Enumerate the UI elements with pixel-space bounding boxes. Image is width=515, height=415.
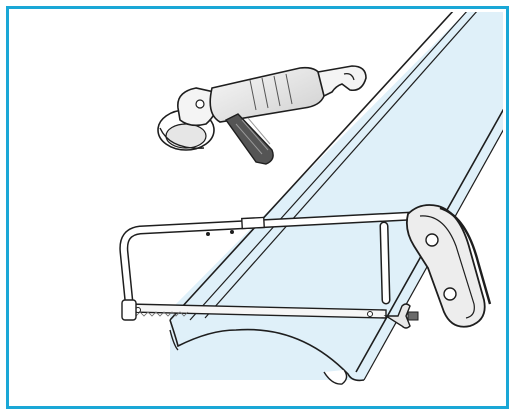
- hacksaw-icon: [119, 204, 492, 329]
- tube-profile-icon: [169, 12, 503, 385]
- angle-grinder-icon: [157, 65, 367, 165]
- frame-border: [6, 6, 509, 409]
